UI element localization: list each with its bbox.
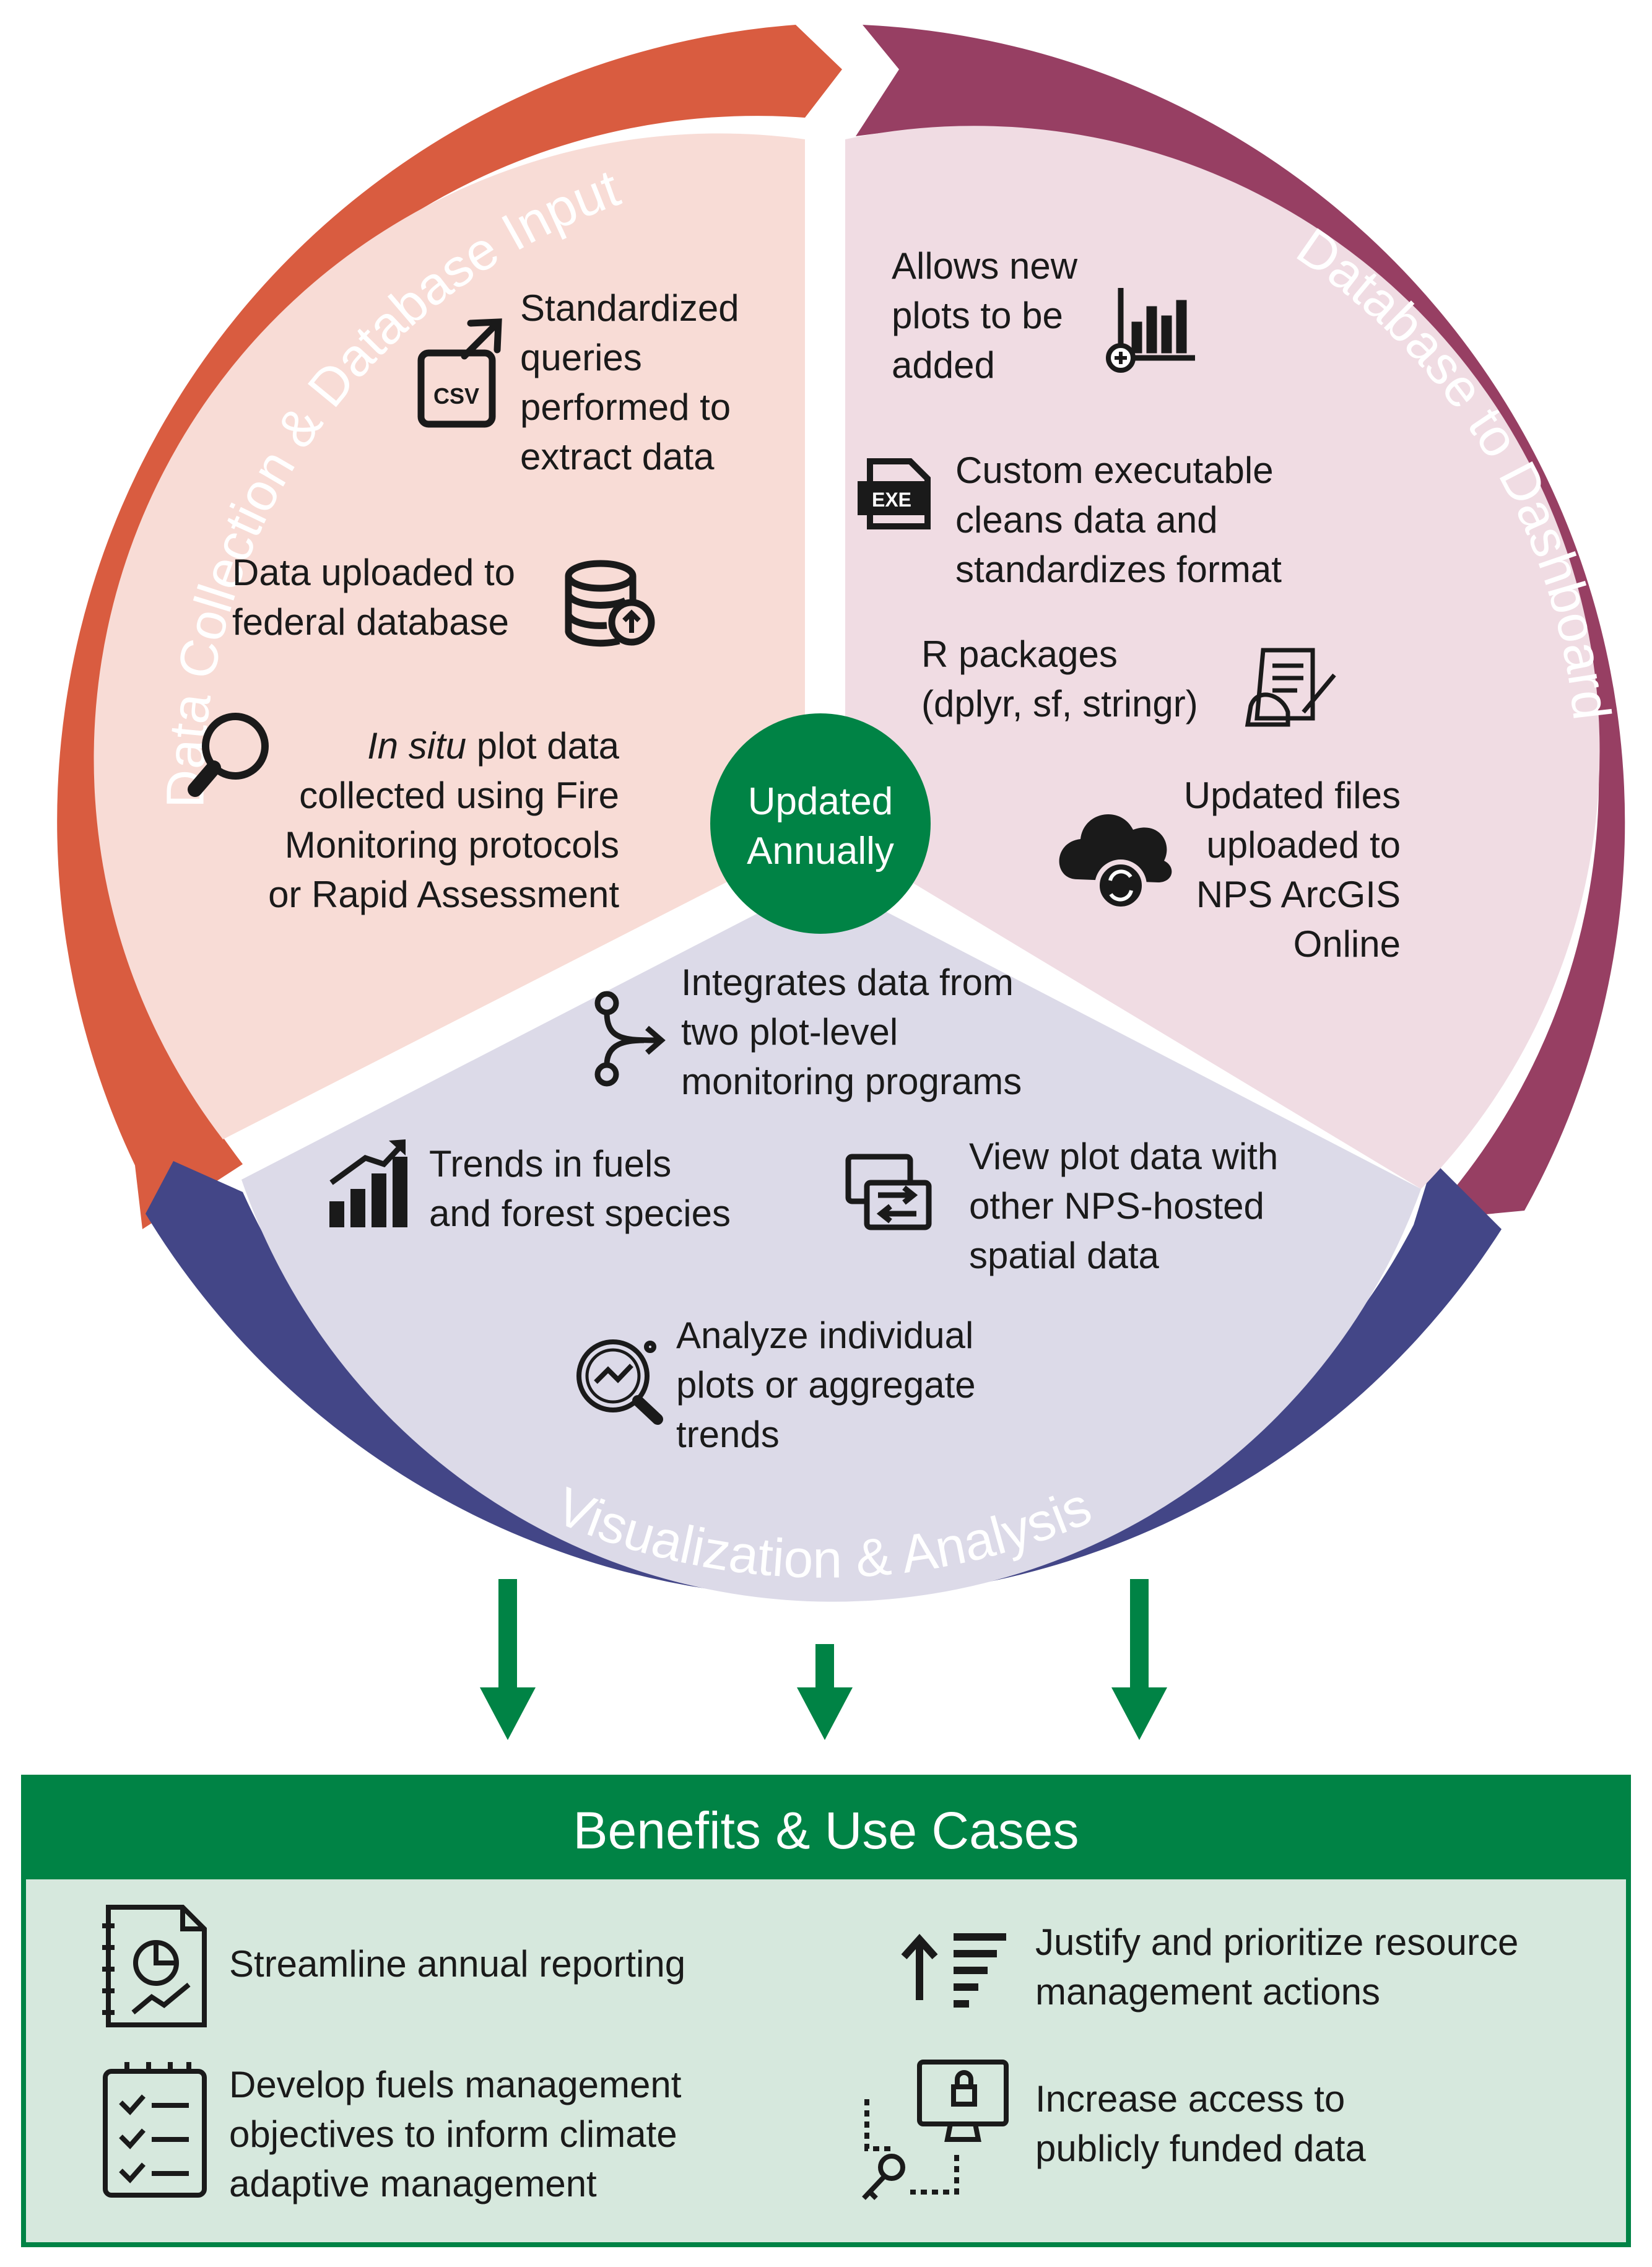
left-item3-line4: or Rapid Assessment	[268, 874, 619, 915]
sector-visualization	[241, 879, 1421, 1602]
benefit-item4-line2: publicly funded data	[1035, 2128, 1366, 2169]
merge-arrow-icon	[594, 991, 666, 1087]
svg-text:CSV: CSV	[433, 383, 479, 409]
right-item1-line3: added	[892, 344, 995, 386]
bottom-item1-line2: two plot-level	[681, 1011, 898, 1053]
left-item1-line3: performed to	[520, 386, 731, 428]
ring-arc-left	[57, 25, 842, 1229]
svg-text:EXE: EXE	[872, 489, 911, 511]
left-item3-line1: In situ plot data	[367, 725, 620, 767]
benefits-header	[24, 1777, 1628, 1879]
r-script-icon	[1245, 648, 1336, 727]
right-item4-line2: uploaded to	[1206, 824, 1401, 866]
swap-view-icon	[845, 1154, 932, 1230]
center-circle	[710, 713, 931, 934]
bottom-item3-line1: View plot data with	[969, 1136, 1278, 1177]
magnifier-icon	[188, 713, 269, 797]
right-item3-line1: R packages	[921, 633, 1118, 675]
exe-file-icon: EXE	[858, 458, 931, 529]
benefit-item3-line2: objectives to inform climate	[229, 2113, 677, 2155]
right-item4-line1: Updated files	[1184, 775, 1401, 816]
left-item3-line2: collected using Fire	[299, 775, 619, 816]
right-item2-line3: standardizes format	[955, 549, 1282, 590]
left-item2-line1: Data uploaded to	[232, 552, 515, 593]
benefit-item2-line2: management actions	[1035, 1971, 1380, 2012]
report-notebook-icon	[102, 1905, 207, 2027]
arrow-down-right	[1111, 1579, 1167, 1740]
right-item4-line3: NPS ArcGIS	[1196, 874, 1401, 915]
benefits-title: Benefits & Use Cases	[573, 1801, 1079, 1860]
right-item1-line1: Allows new	[892, 245, 1078, 287]
checklist-icon	[103, 2062, 207, 2198]
benefit-item3-line3: adaptive management	[229, 2163, 597, 2204]
right-item2-line1: Custom executable	[955, 450, 1274, 491]
center-label-line2: Annually	[747, 830, 894, 872]
benefit-item2-line1: Justify and prioritize resource	[1035, 1921, 1518, 1963]
right-item2-line2: cleans data and	[955, 499, 1218, 541]
arrow-down-left	[480, 1579, 536, 1740]
right-item3-line2: (dplyr, sf, stringr)	[921, 683, 1198, 724]
bottom-item1-line3: monitoring programs	[681, 1061, 1022, 1102]
arrow-down-center	[797, 1644, 853, 1740]
analyze-magnifier-icon	[576, 1339, 663, 1425]
sector-database-dashboard	[845, 126, 1600, 1190]
ring-arc-right	[856, 25, 1625, 1220]
bottom-item3-line2: other NPS-hosted	[969, 1185, 1264, 1227]
left-item1-line1: Standardized	[520, 287, 739, 329]
bottom-item4-line3: trends	[676, 1414, 780, 1455]
database-upload-icon	[565, 560, 655, 647]
prioritize-list-icon	[901, 1933, 1006, 2008]
center-label-line1: Updated	[748, 780, 893, 823]
trend-bars-icon	[329, 1139, 407, 1227]
left-item3-line3: Monitoring protocols	[285, 824, 619, 866]
bottom-item4-line2: plots or aggregate	[676, 1364, 976, 1406]
benefit-item3-line1: Develop fuels management	[229, 2064, 682, 2105]
secure-access-icon	[862, 2060, 1009, 2200]
bottom-item4-line1: Analyze individual	[676, 1315, 973, 1356]
bottom-item2-line2: and forest species	[429, 1193, 731, 1234]
csv-export-icon: CSV	[417, 318, 502, 428]
bottom-item3-line3: spatial data	[969, 1235, 1160, 1276]
left-item1-line4: extract data	[520, 436, 715, 477]
left-item2-line2: federal database	[232, 601, 509, 643]
right-item4-line4: Online	[1293, 923, 1401, 965]
bottom-item1-line1: Integrates data from	[681, 962, 1014, 1003]
benefit-item1-line1: Streamline annual reporting	[229, 1943, 685, 1985]
bottom-item2-line1: Trends in fuels	[429, 1143, 671, 1185]
benefit-item4-line1: Increase access to	[1035, 2078, 1345, 2120]
cloud-sync-icon	[1059, 814, 1172, 912]
right-item1-line2: plots to be	[892, 295, 1063, 336]
add-plot-chart-icon	[1106, 288, 1195, 373]
sector-data-collection	[93, 133, 805, 1140]
left-item1-line2: queries	[520, 337, 642, 378]
